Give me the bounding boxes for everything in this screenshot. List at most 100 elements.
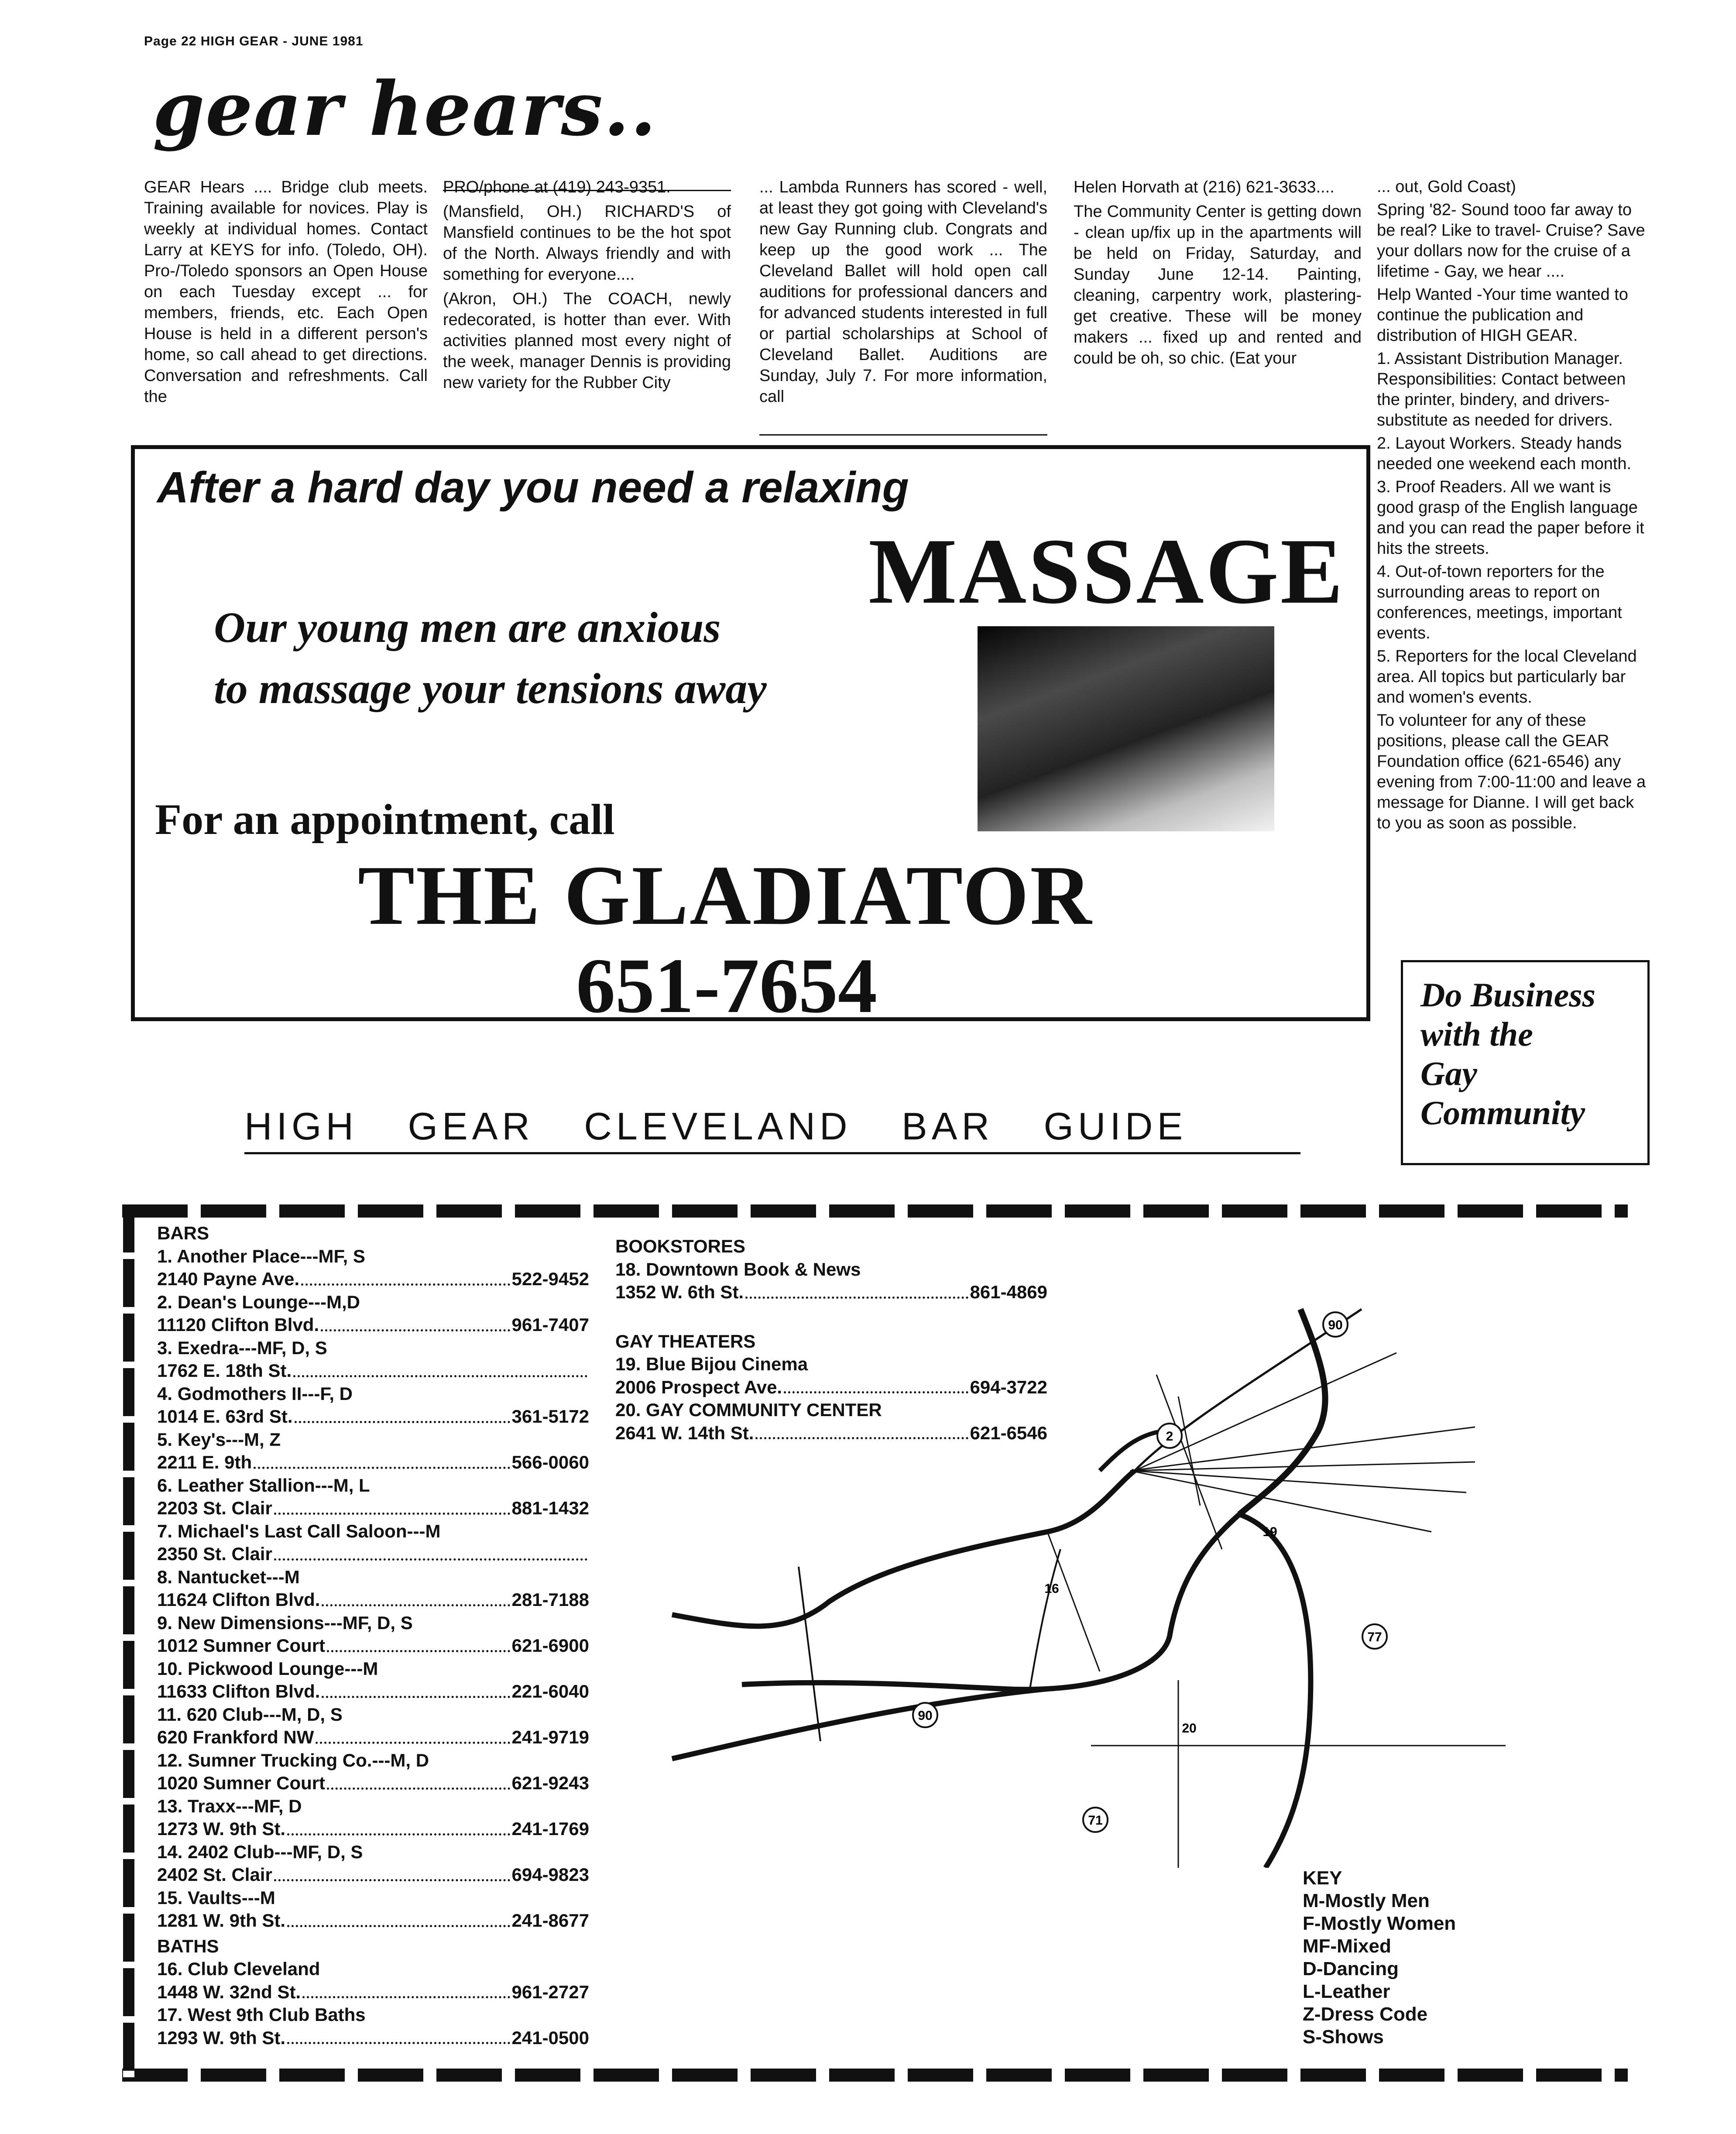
listing-phone: 694-3722 <box>970 1376 1048 1397</box>
listing-name: 19. Blue Bijou Cinema <box>615 1354 808 1374</box>
listing-address-row: 11624 Clifton Blvd.281-7188 <box>157 1588 589 1612</box>
leader-dots <box>274 1543 587 1561</box>
street-line <box>798 1566 821 1742</box>
massage-ad-frame <box>131 445 1370 1021</box>
listing-address: 1762 E. 18th St. <box>157 1360 292 1381</box>
listing-phone: 621-6546 <box>970 1422 1048 1443</box>
listing-name: 2. Dean's Lounge---M,D <box>157 1291 360 1312</box>
column-paragraph: ... Lambda Runners has scored - well, at… <box>759 178 1047 406</box>
do-business-line: Do Business <box>1420 976 1595 1014</box>
guide-left-border <box>123 1204 134 2082</box>
key-item: S-Shows <box>1303 2026 1384 2048</box>
listing-address-row: 1281 W. 9th St.241-8677 <box>157 1909 589 1932</box>
key-item: MF-Mixed <box>1303 1935 1391 1957</box>
street-line <box>1130 1461 1475 1472</box>
ad-tagline-1: Our young men are anxious <box>214 603 721 652</box>
leader-dots <box>294 1405 510 1423</box>
street-line <box>1177 1396 1201 1506</box>
listing-address-row: 11633 Clifton Blvd.221-6040 <box>157 1680 589 1703</box>
street-line <box>1130 1470 1432 1533</box>
street-line <box>1046 1531 1101 1672</box>
route-shield-icon <box>1322 1311 1348 1338</box>
key-legend: KEY M-Mostly Men F-Mostly Women MF-Mixed… <box>1303 1867 1456 2048</box>
column-paragraph: (Mansfield, OH.) RICHARD'S of Mansfield … <box>443 202 731 284</box>
leader-dots <box>293 1359 587 1377</box>
ad-headline: After a hard day you need a relaxing <box>157 463 909 512</box>
leader-dots <box>327 1634 510 1652</box>
listing-name: 4. Godmothers II---F, D <box>157 1383 353 1404</box>
ad-appointment: For an appointment, call <box>155 795 615 844</box>
listing-address: 1012 Sumner Court <box>157 1635 326 1656</box>
column-paragraph: (Akron, OH.) The COACH, newly redecorate… <box>443 290 731 392</box>
listing-name: 6. Leather Stallion---M, L <box>157 1475 370 1496</box>
street-line <box>1029 1549 1061 1689</box>
column-paragraph: GEAR Hears .... Bridge club meets. Train… <box>144 178 428 406</box>
listing-phone: 522-9452 <box>511 1269 590 1289</box>
listing-address: 2006 Prospect Ave. <box>615 1376 782 1397</box>
article-column-3: ... Lambda Runners has scored - well, at… <box>759 177 1047 439</box>
street-line <box>1156 1374 1223 1550</box>
ad-business-name: THE GLADIATOR <box>358 848 1093 943</box>
listing-address-row: 2641 W. 14th St. 621-6546 <box>615 1422 1047 1445</box>
leader-dots <box>287 1818 510 1836</box>
listing-name: 13. Traxx---MF, D <box>157 1795 302 1816</box>
bar-guide-title: HIGH GEAR CLEVELAND BAR GUIDE <box>244 1105 1187 1148</box>
leader-dots <box>784 1376 968 1393</box>
column-paragraph: The Community Center is getting down - c… <box>1074 202 1362 367</box>
listing-phone: 241-0500 <box>511 2027 590 2048</box>
cleveland-map: 90 2 90 71 77 16 20 19 <box>671 1308 1506 1868</box>
listing-phone: 961-2727 <box>511 1981 590 2002</box>
listing-address: 2203 St. Clair <box>157 1498 272 1518</box>
listing-address: 2641 W. 14th St. <box>615 1422 754 1443</box>
lake-shore-line <box>671 1468 1136 1629</box>
key-item: M-Mostly Men <box>1303 1890 1430 1911</box>
listing-address-row: 2140 Payne Ave.522-9452 <box>157 1268 589 1291</box>
listing-address: 2211 E. 9th <box>157 1452 252 1472</box>
listing-address: 1281 W. 9th St. <box>157 1910 286 1931</box>
freeway-line <box>1237 1308 1328 1517</box>
route-label: 90 <box>1328 1318 1342 1332</box>
listing-address-row: 1352 W. 6th St.861-4869 <box>615 1281 1047 1304</box>
route-label: 71 <box>1088 1813 1102 1828</box>
map-point-label: 16 <box>1044 1582 1059 1596</box>
leader-dots <box>327 1772 510 1790</box>
listing-name: 18. Downtown Book & News <box>615 1259 861 1280</box>
leader-dots <box>322 1588 510 1606</box>
column-paragraph: 4. Out-of-town reporters for the surroun… <box>1377 563 1622 642</box>
route-label: 90 <box>918 1709 932 1723</box>
guide-title-rule <box>244 1152 1300 1154</box>
leader-dots <box>322 1680 510 1698</box>
guide-top-border <box>122 1204 1628 1218</box>
bars-heading: BARS <box>157 1223 209 1243</box>
listing-name: 1. Another Place---MF, S <box>157 1245 365 1266</box>
street-line <box>1130 1426 1475 1472</box>
listing-phone: 221-6040 <box>511 1681 590 1702</box>
leader-dots <box>274 1863 510 1881</box>
leader-dots <box>316 1726 510 1744</box>
column-paragraph: ... out, Gold Coast) <box>1377 178 1516 196</box>
leader-dots <box>287 1909 510 1927</box>
route-shield-icon <box>912 1702 938 1728</box>
route-shield-icon <box>1362 1623 1388 1650</box>
route-label: 2 <box>1166 1429 1173 1444</box>
leader-dots <box>274 1497 510 1515</box>
leader-dots <box>755 1422 968 1439</box>
listing-address: 2350 St. Clair <box>157 1544 272 1564</box>
listing-address: 1020 Sumner Court <box>157 1773 326 1793</box>
column-paragraph: Helen Horvath at (216) 621-3633.... <box>1074 178 1335 196</box>
key-item: D-Dancing <box>1303 1958 1399 1980</box>
ad-phone: 651-7654 <box>576 942 877 1029</box>
listing-name: 20. GAY COMMUNITY CENTER <box>615 1400 882 1420</box>
listing-address-row: 11120 Clifton Blvd.961-7407 <box>157 1314 589 1337</box>
article-column-1: GEAR Hears .... Bridge club meets. Train… <box>144 177 428 439</box>
